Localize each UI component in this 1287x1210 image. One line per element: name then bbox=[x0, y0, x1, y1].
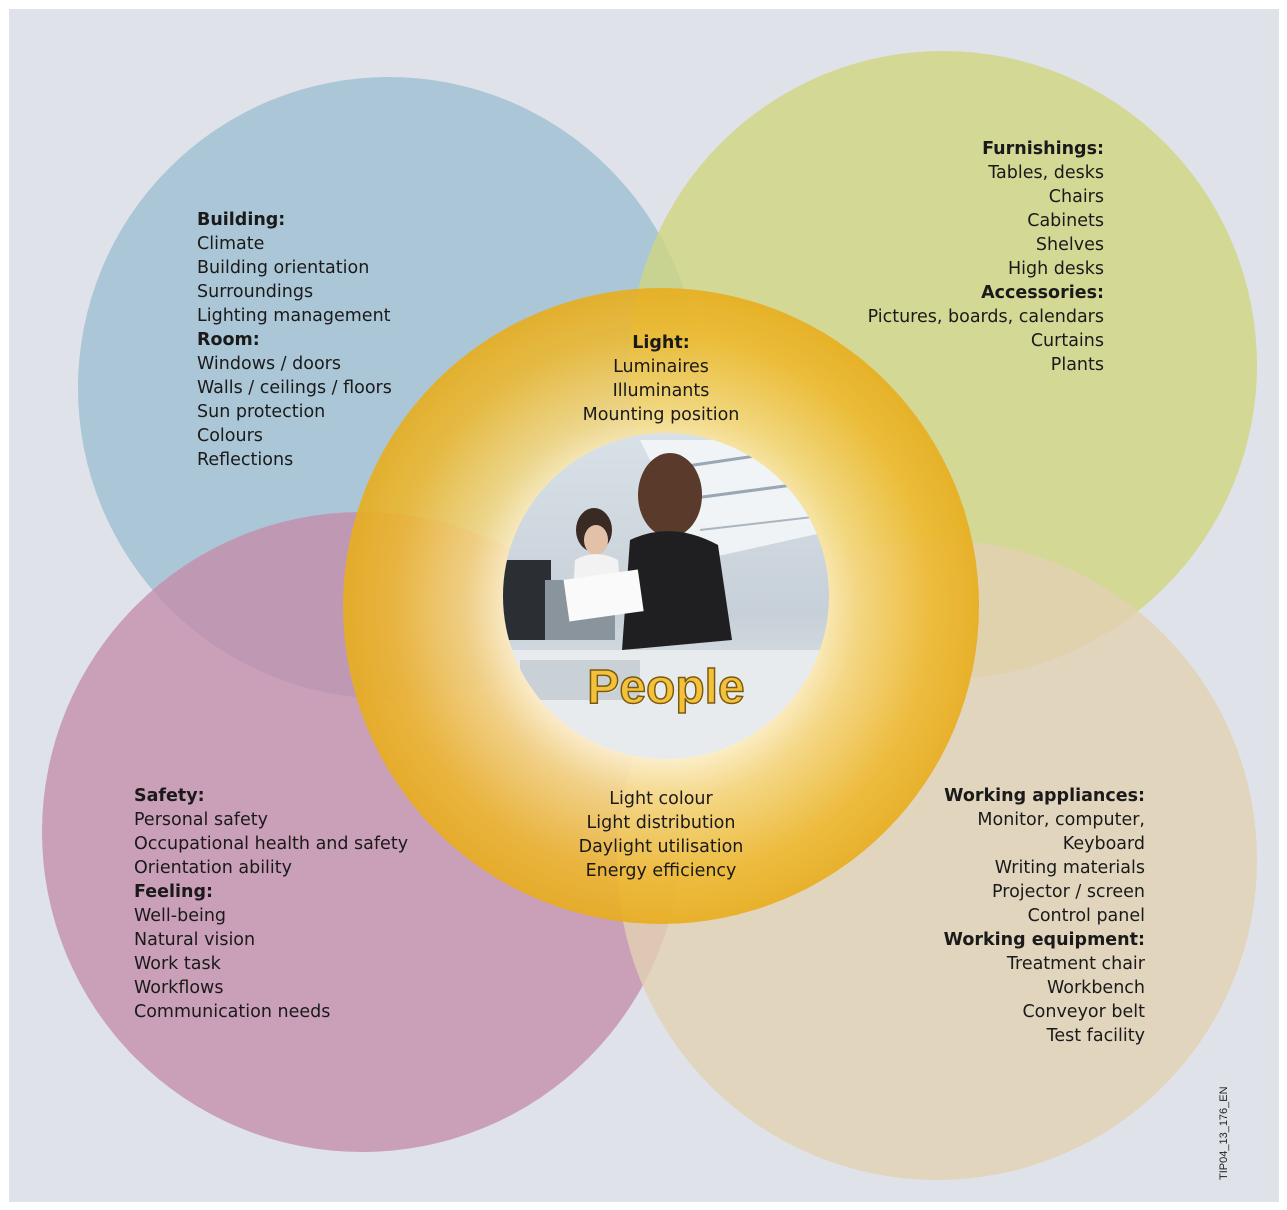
light-factors: Light: Luminaires Illuminants Mounting p… bbox=[541, 331, 781, 427]
factor-item: Mounting position bbox=[582, 405, 740, 425]
safety-heading: Safety: bbox=[134, 786, 205, 806]
factor-item: Keyboard bbox=[1062, 834, 1145, 854]
factor-item: Tables, desks bbox=[988, 163, 1104, 183]
factor-item: Conveyor belt bbox=[1022, 1002, 1145, 1022]
feeling-heading: Feeling: bbox=[134, 882, 213, 902]
factor-item: Test facility bbox=[1046, 1026, 1145, 1046]
furnishings-factors: Furnishings: Tables, desks Chairs Cabine… bbox=[868, 137, 1104, 377]
factor-item: Walls / ceilings / floors bbox=[197, 378, 392, 398]
room-heading: Room: bbox=[197, 330, 260, 350]
factor-item: Curtains bbox=[1030, 331, 1104, 351]
factor-item: High desks bbox=[1007, 259, 1104, 279]
factor-item: Workflows bbox=[134, 978, 224, 998]
factor-item: Reflections bbox=[197, 450, 294, 470]
factor-item: Daylight utilisation bbox=[578, 837, 744, 857]
factor-item: Projector / screen bbox=[992, 882, 1145, 902]
factor-item: Colours bbox=[197, 426, 263, 446]
factor-item: Luminaires bbox=[613, 357, 709, 377]
factor-item: Personal safety bbox=[134, 810, 268, 830]
factor-item: Windows / doors bbox=[197, 354, 341, 374]
factor-item: Climate bbox=[197, 234, 265, 254]
factor-item: Light distribution bbox=[586, 813, 736, 833]
factor-item: Communication needs bbox=[134, 1002, 331, 1022]
factor-item: Control panel bbox=[1027, 906, 1145, 926]
factor-item: Occupational health and safety bbox=[134, 834, 409, 854]
building-room-factors: Building: Climate Building orientation S… bbox=[197, 208, 392, 472]
factor-item: Pictures, boards, calendars bbox=[867, 307, 1104, 327]
factor-item: Building orientation bbox=[197, 258, 370, 278]
light-quality-factors: Light colour Light distribution Daylight… bbox=[541, 787, 781, 883]
safety-feeling-factors: Safety: Personal safety Occupational hea… bbox=[134, 784, 408, 1024]
factor-item: Cabinets bbox=[1027, 211, 1104, 231]
building-heading: Building: bbox=[197, 210, 286, 230]
factor-item: Energy efficiency bbox=[585, 861, 737, 881]
factor-item: Chairs bbox=[1048, 187, 1104, 207]
figure-code: TIP04_13_176_EN bbox=[1218, 1086, 1230, 1180]
factor-item: Sun protection bbox=[197, 402, 326, 422]
factor-item: Workbench bbox=[1047, 978, 1145, 998]
furnishings-heading: Furnishings: bbox=[982, 139, 1104, 159]
factor-item: Shelves bbox=[1035, 235, 1104, 255]
factor-item: Orientation ability bbox=[134, 858, 292, 878]
light-heading: Light: bbox=[632, 333, 690, 353]
working-appliances-heading: Working appliances: bbox=[944, 786, 1145, 806]
center-title: People bbox=[587, 660, 746, 715]
factor-item: Work task bbox=[134, 954, 221, 974]
working-appliances-factors: Working appliances: Monitor, computer, K… bbox=[944, 784, 1145, 1048]
factor-item: Light colour bbox=[609, 789, 713, 809]
factor-item: Monitor, computer, bbox=[977, 810, 1145, 830]
factor-item: Surroundings bbox=[197, 282, 314, 302]
factor-item: Illuminants bbox=[612, 381, 710, 401]
factor-item: Writing materials bbox=[994, 858, 1145, 878]
working-equipment-heading: Working equipment: bbox=[943, 930, 1145, 950]
factor-item: Plants bbox=[1050, 355, 1104, 375]
factor-item: Natural vision bbox=[134, 930, 256, 950]
factor-item: Treatment chair bbox=[1006, 954, 1145, 974]
factor-item: Well-being bbox=[134, 906, 227, 926]
factor-item: Lighting management bbox=[197, 306, 391, 326]
accessories-heading: Accessories: bbox=[981, 283, 1104, 303]
